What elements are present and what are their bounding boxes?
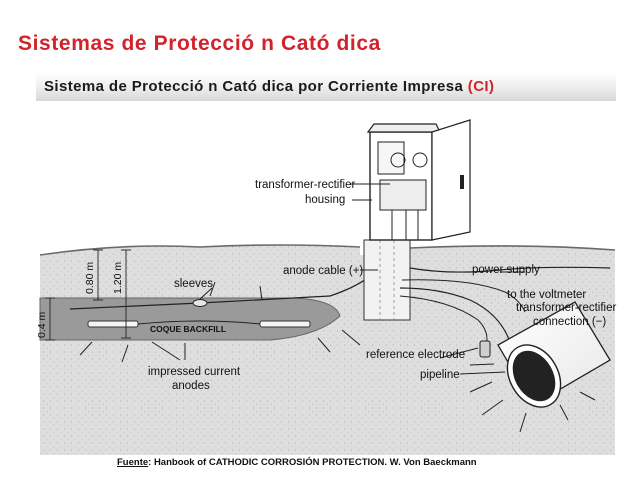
source-label: Fuente [117,457,149,468]
anode-right [259,320,311,328]
cable-to-power [409,266,611,273]
label-tr-connection-1: transformer-rectifier [516,302,616,314]
subtitle-text: Sistema de Protecció n Cató dica por Cor… [44,78,464,95]
coke-backfill [39,297,341,341]
leader-lines [151,183,525,375]
label-housing: housing [305,194,345,206]
cable-to-pipeline [399,287,511,343]
cable-trans-conn [401,279,526,313]
anode-left [87,320,139,328]
label-power-supply: power supply [472,264,540,276]
label-dim-080: 0.80 m [84,262,96,294]
dimension-lines [45,249,131,341]
label-sleeves: sleeves [174,278,213,290]
label-coque: COQUE BACKFILL [150,324,226,334]
subtitle-bar: Sistema de Protecció n Cató dica por Cor… [36,73,616,101]
label-anodes-2: anodes [172,380,210,392]
source-text: : Hanbook of CATHODIC CORROSIÓN PROTECTI… [148,457,477,468]
current-arrows [79,281,596,433]
source-citation: Fuente: Hanbook of CATHODIC CORROSIÓN PR… [117,457,477,468]
label-transformer: transformer-rectifier [255,179,355,191]
label-tr-connection-2: connection (−) [533,316,606,328]
label-reference: reference electrode [366,349,465,361]
pipeline-bore [512,350,556,402]
page-title: Sistemas de Protecció n Cató dica [18,32,381,55]
housing-roof [366,123,441,133]
housing-door [431,119,471,241]
label-pipeline: pipeline [420,369,460,381]
label-voltmeter: to the voltmeter [507,289,586,301]
subtitle: Sistema de Protecció n Cató dica por Cor… [44,78,494,95]
label-anodes-1: impressed current [148,366,241,378]
cable-to-voltmeter [399,295,488,347]
reference-electrode [479,340,491,358]
anode-cable-buried [137,320,261,325]
label-dim-120: 1.20 m [112,262,124,294]
ground-surface [39,244,616,256]
subtitle-highlight: (CI) [467,78,495,95]
label-anode-cable: anode cable (+) [283,265,363,277]
label-dim-04: 0.4 m [36,311,48,338]
sleeve [192,299,208,307]
